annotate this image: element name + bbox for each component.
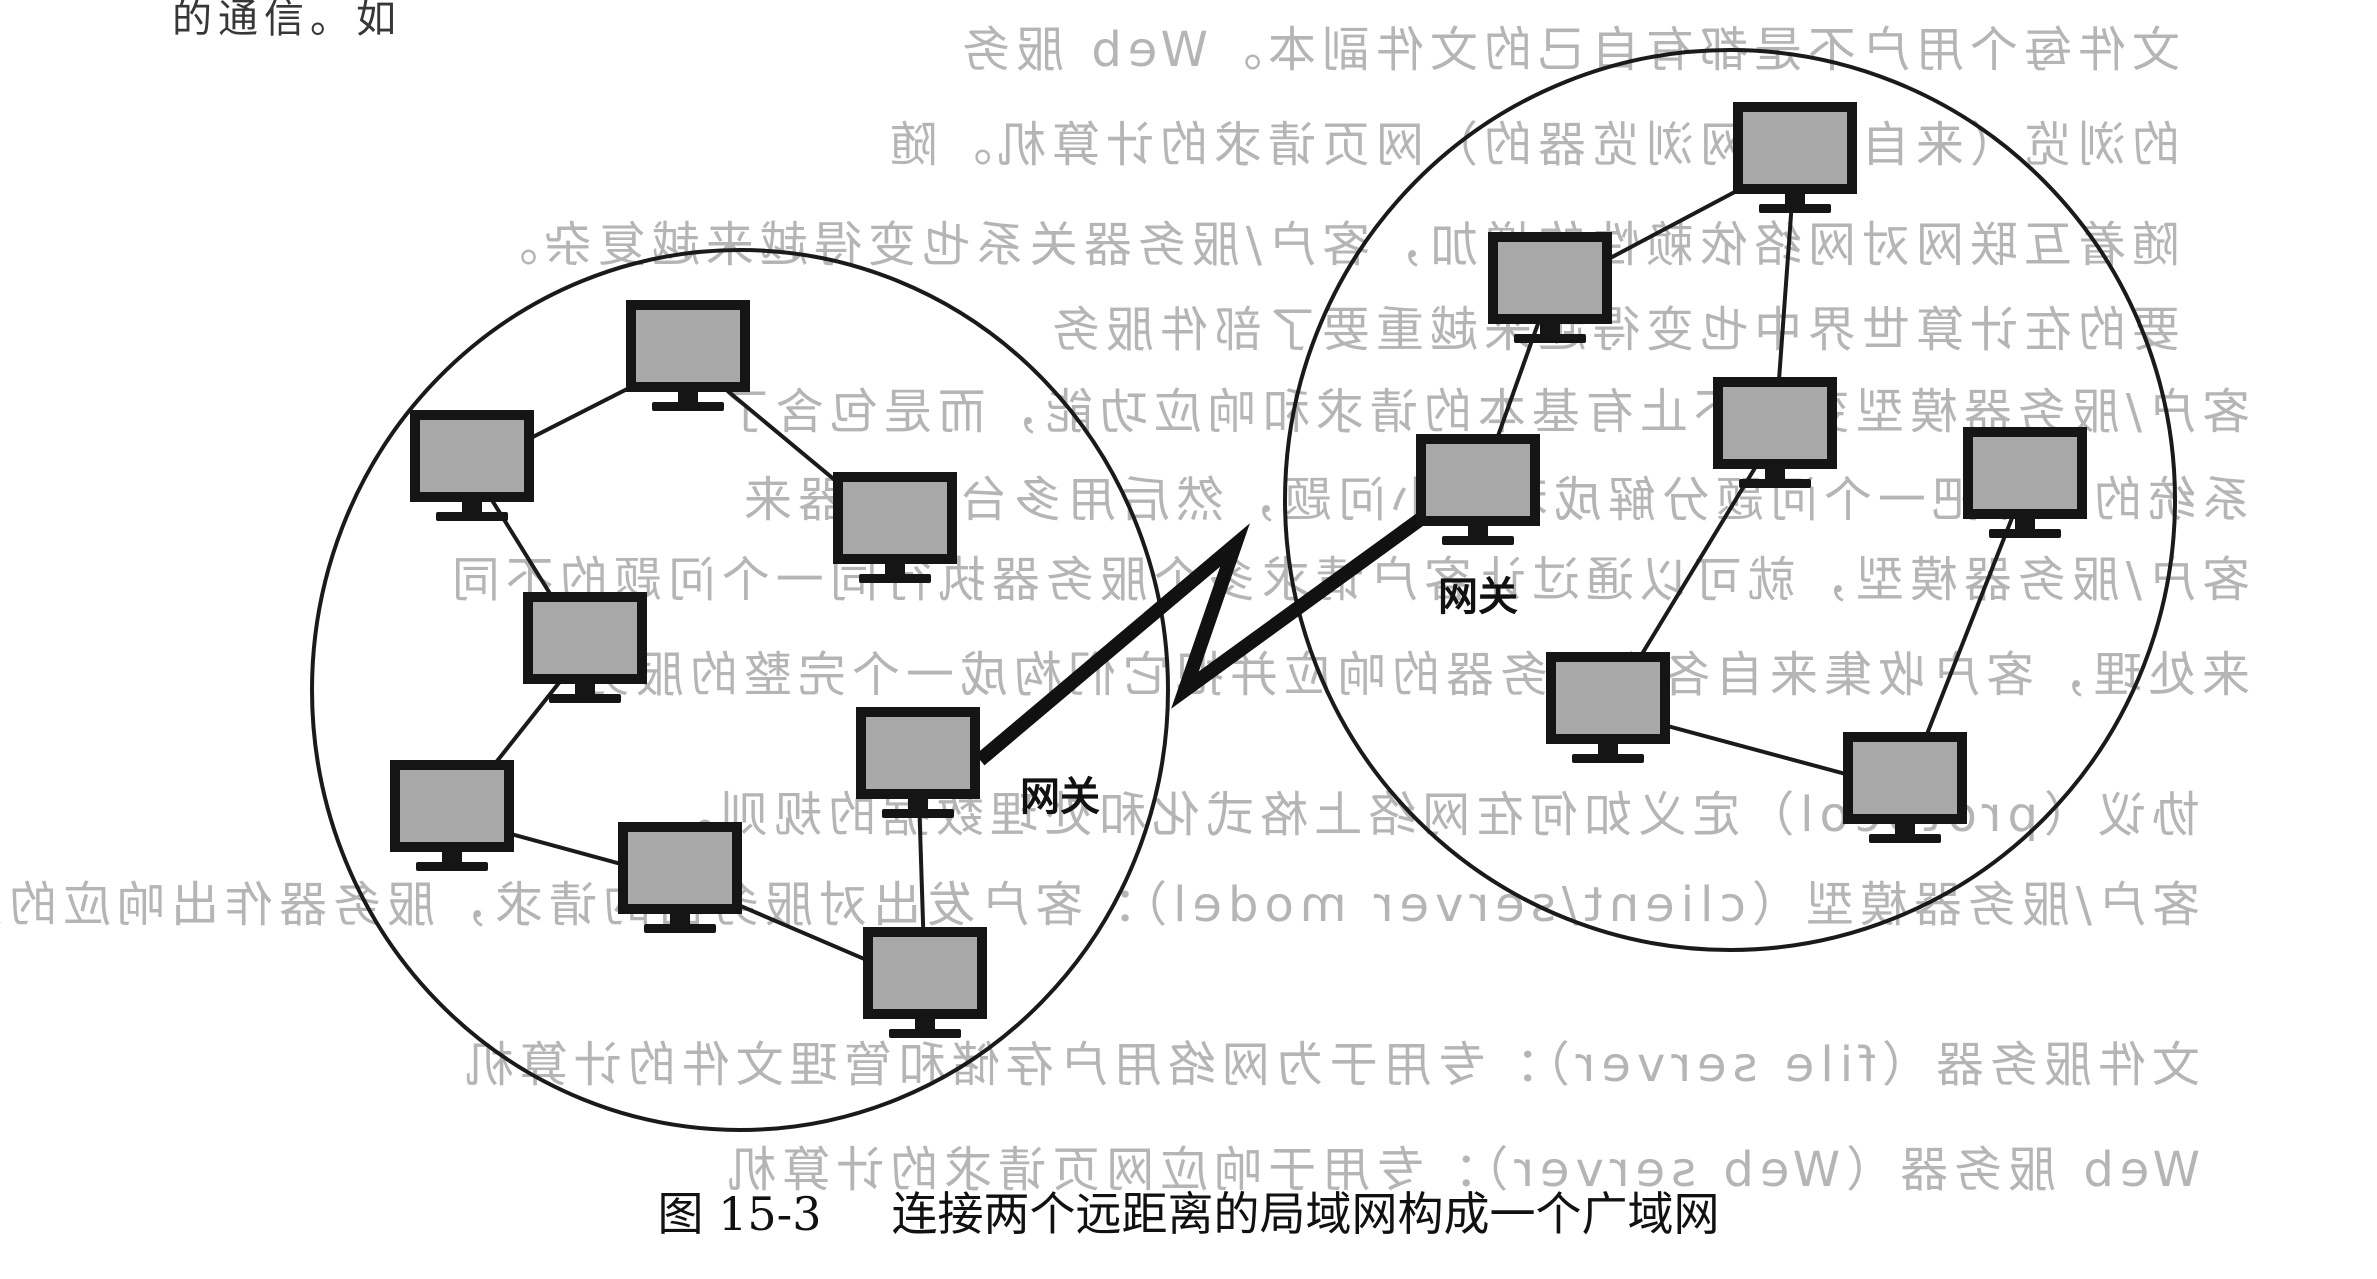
gateway-right-label: 网关 <box>1438 574 1518 620</box>
computer-icon <box>390 760 514 871</box>
bleed-top-left: 的通信。如 <box>172 0 402 42</box>
computer-icon <box>863 927 987 1038</box>
computer-icon <box>1546 652 1670 763</box>
wan-link <box>975 499 1445 766</box>
left-lan-boundary <box>310 248 1170 1132</box>
computer-icon <box>1733 102 1857 213</box>
computer-icon <box>523 592 647 703</box>
computer-icon <box>1488 232 1612 343</box>
computer-icon <box>410 410 534 521</box>
computer-icon <box>1963 427 2087 538</box>
computer-icon <box>833 472 957 583</box>
computer-icon <box>1843 732 1967 843</box>
figure-number: 图 15-3 <box>657 1187 822 1241</box>
right-lan-boundary <box>1283 48 2177 952</box>
gateway-left-computer-icon <box>856 707 980 818</box>
figure-caption-text: 连接两个远距离的局域网构成一个广域网 <box>891 1187 1720 1241</box>
gateway-right-computer-icon <box>1416 434 1540 545</box>
figure-caption: 图 15-3 连接两个远距离的局域网构成一个广域网 <box>0 1178 2377 1244</box>
computer-icon <box>618 822 742 933</box>
computer-icon <box>1713 377 1837 488</box>
gateway-left-label: 网关 <box>1020 774 1100 820</box>
